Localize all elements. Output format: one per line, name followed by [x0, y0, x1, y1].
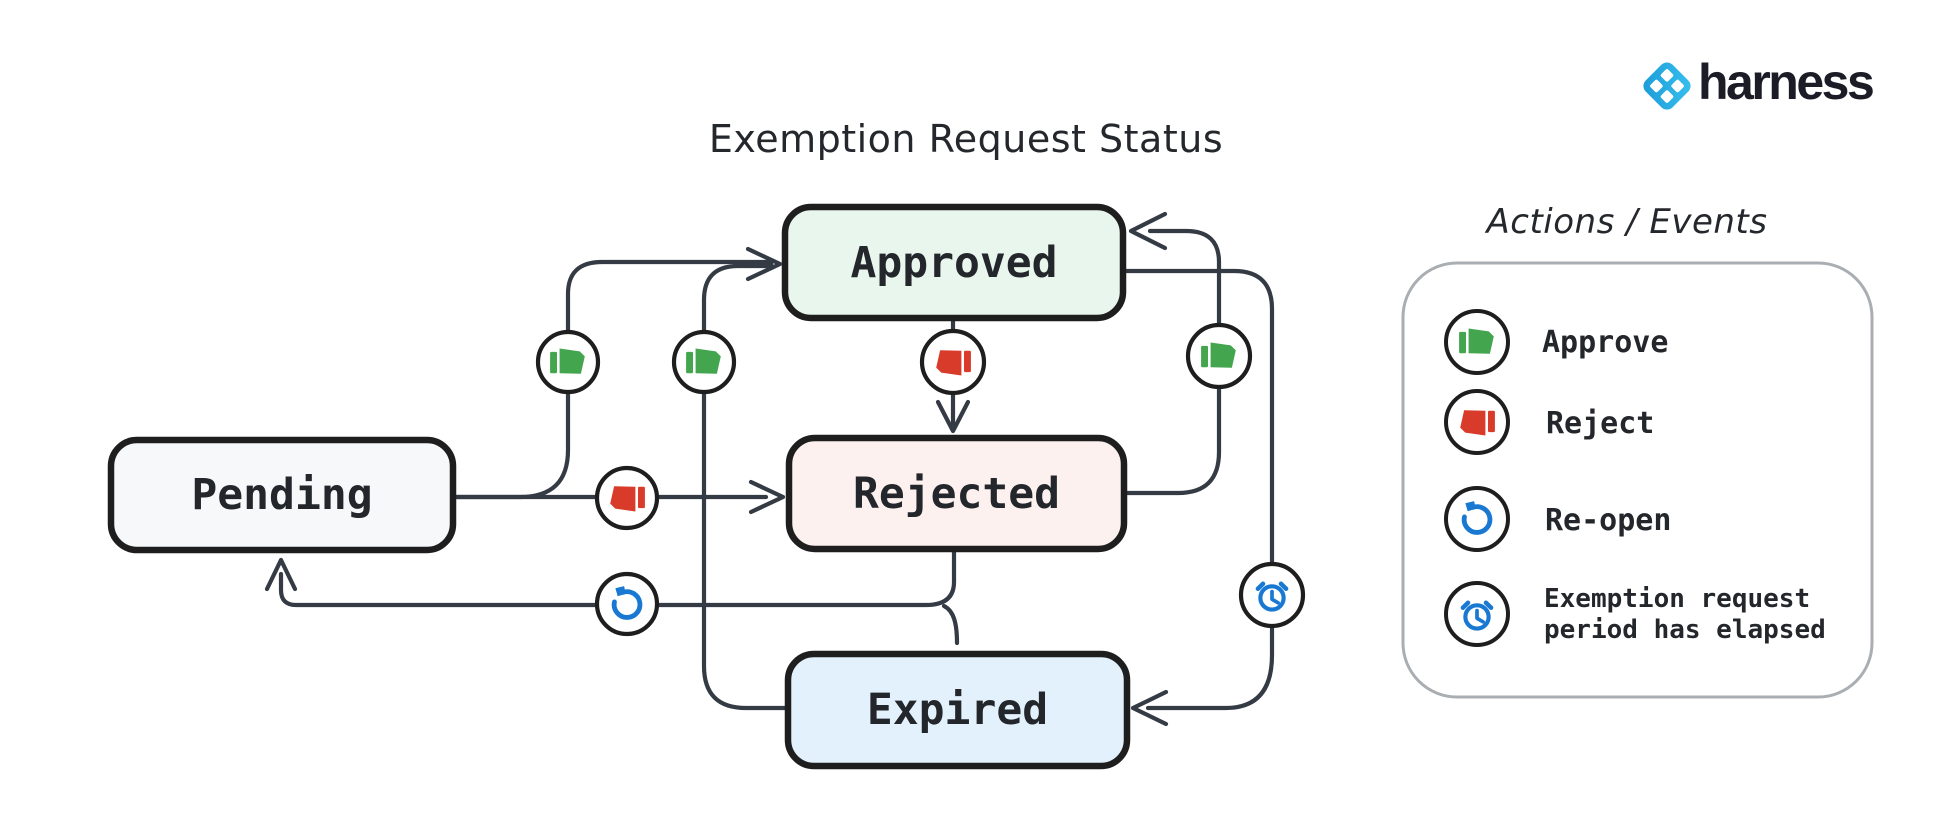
legend-box	[1401, 261, 1874, 699]
thumbs-up-icon	[1459, 328, 1494, 354]
legend-label-elapsed: Exemption request period has elapsed	[1544, 584, 1826, 646]
arrowhead-into-approved-right	[1128, 211, 1168, 251]
state-box-approved	[781, 203, 1127, 322]
arrowhead-into-rejected-left	[748, 479, 786, 515]
arrowhead-into-expired-right	[1130, 689, 1169, 727]
edge-expired-approved	[701, 263, 791, 711]
thumbs-up-icon	[686, 348, 721, 374]
state-label-pending: Pending	[191, 470, 373, 520]
state-label-expired: Expired	[866, 685, 1049, 735]
state-box-rejected	[785, 434, 1128, 553]
thumbs-up-icon	[550, 348, 585, 374]
arrowheads	[264, 211, 1169, 727]
icon-circle	[1444, 486, 1510, 552]
legend-title: Actions / Events	[1486, 202, 1768, 242]
thumbs-down-icon	[1460, 410, 1495, 435]
state-box-pending	[107, 436, 457, 554]
edge-rejected-approved	[1121, 228, 1222, 496]
legend-label-approve: Approve	[1542, 325, 1669, 360]
brand-wordmark: harness	[1698, 54, 1875, 110]
thumbs-down-icon	[936, 350, 971, 375]
state-label-rejected: Rejected	[852, 468, 1061, 519]
arrowhead-into-approved-left	[745, 246, 783, 282]
edge-pending-approved	[450, 259, 775, 500]
edge-approved-expired	[1120, 268, 1275, 711]
legend-label-reject: Reject	[1546, 406, 1655, 441]
state-label-approved: Approved	[850, 237, 1058, 288]
legend-label-elapsed-line1: Exemption request	[1544, 584, 1811, 614]
thumbs-down-icon	[610, 486, 645, 511]
arrowhead-into-rejected-top	[935, 399, 971, 434]
thumbs-up-icon	[1201, 342, 1236, 368]
diagram-title: Exemption Request Status	[708, 117, 1224, 161]
arrowhead-into-pending-bottom	[264, 557, 298, 592]
state-box-expired	[784, 650, 1131, 770]
legend-label-elapsed-line2: period has elapsed	[1544, 615, 1826, 645]
edge-rejected-expired	[941, 603, 960, 646]
legend-icon-circles	[1444, 309, 1510, 647]
state-boxes	[107, 203, 1131, 770]
harness-logo-icon	[1643, 62, 1691, 110]
legend-label-reopen: Re-open	[1545, 503, 1672, 538]
icon-circle	[594, 571, 660, 637]
